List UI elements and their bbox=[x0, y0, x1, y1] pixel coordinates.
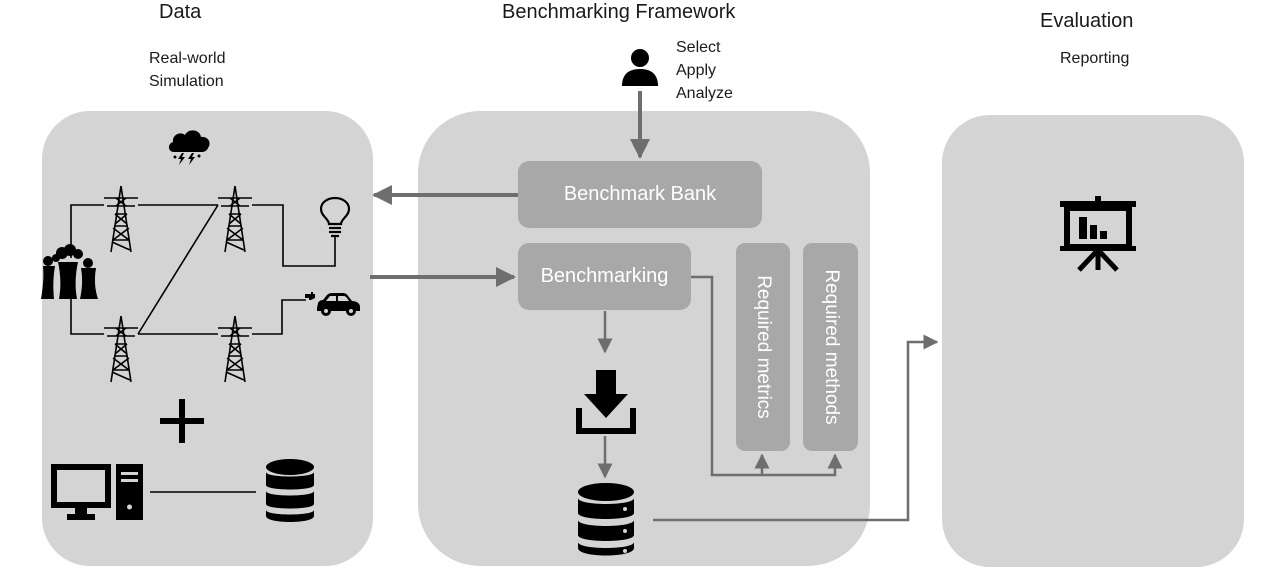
data-line-real-world: Real-world bbox=[149, 50, 226, 67]
database-icon bbox=[266, 459, 314, 522]
action-apply: Apply bbox=[676, 62, 717, 79]
required-methods-box: Required methods bbox=[803, 243, 858, 451]
electric-car-icon bbox=[305, 292, 360, 316]
user-icon bbox=[622, 49, 658, 86]
transmission-tower-icon bbox=[218, 315, 252, 383]
evaluation-panel bbox=[942, 115, 1244, 567]
benchmark-bank-box: Benchmark Bank bbox=[518, 161, 762, 228]
results-to-evaluation-arrow bbox=[653, 334, 939, 522]
evaluation-title: Evaluation bbox=[1040, 10, 1134, 32]
light-bulb-icon bbox=[319, 196, 351, 238]
data-title: Data bbox=[159, 1, 202, 23]
data-line-simulation: Simulation bbox=[149, 73, 224, 90]
transmission-tower-icon bbox=[218, 185, 252, 253]
database-icon bbox=[578, 483, 634, 556]
download-icon bbox=[576, 370, 636, 434]
transmission-tower-icon bbox=[104, 315, 138, 383]
required-metrics-box: Required metrics bbox=[736, 243, 790, 451]
benchmarking-to-methods-connector bbox=[762, 453, 843, 477]
benchmark-bank-label: Benchmark Bank bbox=[563, 183, 717, 205]
benchmarking-box: Benchmarking bbox=[518, 243, 691, 310]
data-panel bbox=[42, 111, 373, 566]
grid-network-lines bbox=[70, 204, 336, 493]
storm-cloud-icon bbox=[168, 130, 210, 165]
framework-title: Benchmarking Framework bbox=[502, 1, 736, 23]
benchmarking-label: Benchmarking bbox=[540, 265, 669, 287]
evaluation-subtitle: Reporting bbox=[1060, 50, 1130, 67]
desktop-computer-icon bbox=[51, 464, 143, 520]
action-select: Select bbox=[676, 39, 721, 56]
presentation-board-icon bbox=[1060, 196, 1136, 272]
action-analyze: Analyze bbox=[676, 85, 733, 102]
plus-icon bbox=[160, 399, 204, 443]
power-plant-icon bbox=[41, 244, 98, 299]
transmission-tower-icon bbox=[104, 185, 138, 253]
benchmarking-to-metrics-connector bbox=[691, 275, 770, 477]
